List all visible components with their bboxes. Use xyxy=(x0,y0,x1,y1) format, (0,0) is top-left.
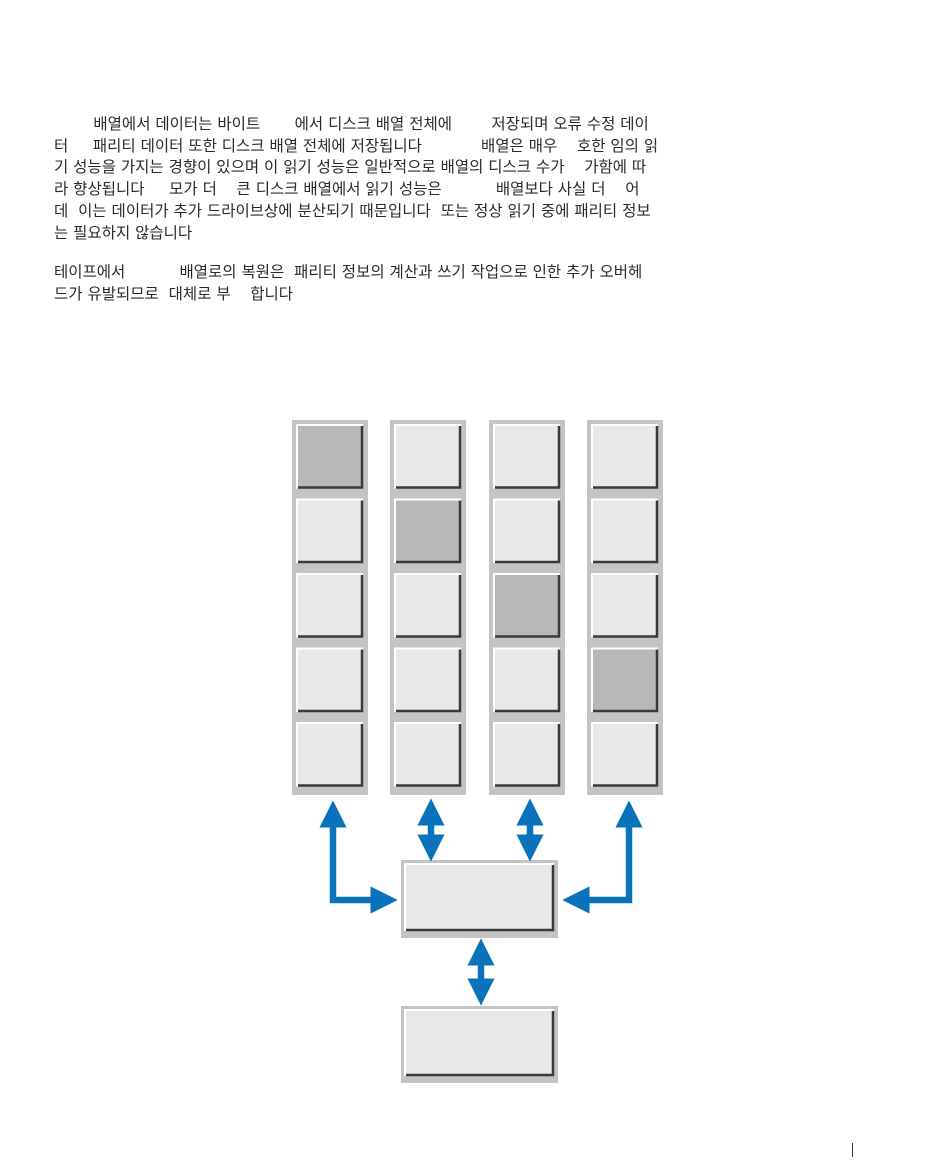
body-paragraph-1: 배열에서 데이터는 바이트 에서 디스크 배열 전체에 저장되며 오류 수정 데… xyxy=(54,114,658,244)
data-block xyxy=(394,647,462,713)
parity-block xyxy=(296,424,364,489)
raid-controller-box xyxy=(401,860,558,938)
text-line: 드가 유발되므로 대체로 부 합니다 xyxy=(54,284,294,303)
data-block xyxy=(493,424,561,489)
data-block xyxy=(394,424,462,489)
text-line: 테이프에서 배열로의 복원은 패리티 정보의 계산과 쓰기 작업으로 인한 추가… xyxy=(54,263,643,281)
disk-column-4 xyxy=(587,420,663,795)
text-line: 터 패리티 데이터 또한 디스크 배열 전체에 저장됩니다 배열은 매우 호한 … xyxy=(54,136,659,155)
parity-block xyxy=(591,647,659,713)
disk-columns xyxy=(292,420,663,795)
data-block xyxy=(493,722,561,787)
host-system-box xyxy=(401,1006,558,1083)
page-edge-mark xyxy=(852,1143,853,1157)
text-line: 라 향상됩니다 모가 더 큰 디스크 배열에서 읽기 성능은 배열보다 사실 더… xyxy=(54,180,640,199)
disk4-controller-arrow xyxy=(562,800,643,914)
data-block xyxy=(493,498,561,564)
text-line: 기 성능을 가지는 경향이 있으며 이 읽기 성능은 일반적으로 배열의 디스크… xyxy=(54,158,647,177)
disk-column-3 xyxy=(489,420,565,795)
data-block xyxy=(296,498,364,564)
data-flow-arrows xyxy=(319,798,643,1006)
text-line: 배열에서 데이터는 바이트 에서 디스크 배열 전체에 저장되며 오류 수정 데… xyxy=(54,115,649,133)
parity-block xyxy=(394,498,462,564)
parity-block xyxy=(493,573,561,638)
data-block xyxy=(394,722,462,787)
data-block xyxy=(591,573,659,638)
data-block xyxy=(296,573,364,638)
disk-column-1 xyxy=(292,420,368,795)
text-line: 는 필요하지 않습니다 xyxy=(54,223,193,242)
data-block xyxy=(493,647,561,713)
data-block xyxy=(591,424,659,489)
host-panel xyxy=(404,1009,555,1077)
disk-column-2 xyxy=(390,420,466,795)
data-block xyxy=(394,573,462,638)
data-block xyxy=(296,647,364,713)
data-block xyxy=(591,722,659,787)
data-block xyxy=(591,498,659,564)
body-paragraph-2: 테이프에서 배열로의 복원은 패리티 정보의 계산과 쓰기 작업으로 인한 추가… xyxy=(54,262,642,305)
disk1-controller-arrow xyxy=(319,800,398,914)
data-block xyxy=(296,722,364,787)
controller-panel xyxy=(404,863,555,932)
text-line: 데 이는 데이터가 추가 드라이브상에 분산되기 때문입니다 또는 정상 읽기 … xyxy=(54,201,651,220)
